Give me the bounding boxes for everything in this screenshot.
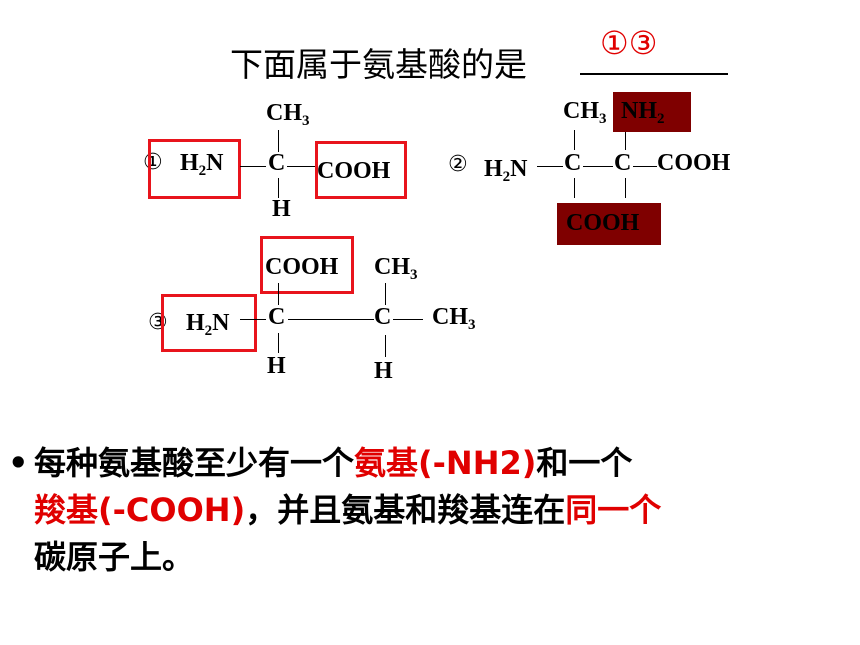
molecule-1-amino-highlight bbox=[148, 139, 241, 199]
molecule-2-bond bbox=[625, 178, 626, 198]
molecule-2-amino-side-highlight bbox=[613, 92, 691, 132]
molecule-3-amino-group: H2N bbox=[186, 310, 230, 339]
molecule-2-carboxyl-bottom-highlight bbox=[557, 203, 661, 245]
molecule-2-amino-side-group: NH2 bbox=[621, 98, 665, 127]
molecule-3-bond bbox=[240, 319, 266, 320]
molecule-3-bond bbox=[393, 319, 423, 320]
molecule-3-methyl-right: CH3 bbox=[432, 304, 476, 333]
carboxyl-group-term: 羧基(-COOH) bbox=[34, 491, 246, 529]
molecule-3-hydrogen-left: H bbox=[267, 353, 286, 379]
molecule-2-bond bbox=[574, 178, 575, 198]
molecule-1-methyl: CH3 bbox=[266, 100, 310, 129]
molecule-2-amino-group: H2N bbox=[484, 156, 528, 185]
molecule-1-bond bbox=[278, 130, 279, 152]
molecule-2-methyl: CH3 bbox=[563, 98, 607, 127]
bullet-dot: • bbox=[8, 444, 29, 482]
molecule-2-carboxyl-bottom: COOH bbox=[566, 210, 640, 236]
summary-text-part: 和一个 bbox=[536, 444, 633, 482]
molecule-2-bond bbox=[583, 166, 613, 167]
amino-group-term: 氨基(-NH2) bbox=[354, 444, 537, 482]
molecule-1-carboxyl-group: COOH bbox=[317, 158, 391, 184]
molecule-1-amino-group: H2N bbox=[180, 150, 224, 179]
summary-text-part: 碳原子上。 bbox=[34, 538, 195, 576]
molecule-3-carbon-left: C bbox=[268, 304, 286, 330]
molecule-1-carboxyl-highlight bbox=[315, 141, 407, 199]
answer-text: ①③ bbox=[600, 24, 658, 62]
same-carbon-term: 同一个 bbox=[565, 491, 662, 529]
molecule-3-hydrogen-right: H bbox=[374, 358, 393, 384]
summary-text-part: 每种氨基酸至少有一个 bbox=[34, 444, 355, 482]
molecule-2-bond bbox=[574, 130, 575, 150]
molecule-2-bond bbox=[625, 132, 626, 150]
molecule-3-bond bbox=[385, 335, 386, 357]
summary-text-part: ，并且氨基和羧基连在 bbox=[245, 491, 566, 529]
molecule-2-bond bbox=[537, 166, 563, 167]
question-title: 下面属于氨基酸的是 bbox=[230, 45, 527, 84]
molecule-1-hydrogen: H bbox=[272, 196, 291, 222]
molecule-1-carbon: C bbox=[268, 150, 286, 176]
molecule-1-bond bbox=[240, 166, 266, 167]
molecule-1-index: ① bbox=[143, 150, 163, 175]
molecule-3-bond bbox=[278, 283, 279, 305]
molecule-2-bond bbox=[633, 166, 657, 167]
molecule-2-index: ② bbox=[448, 152, 468, 177]
molecule-3-amino-highlight bbox=[161, 294, 257, 352]
molecule-2-carbon-left: C bbox=[564, 150, 582, 176]
molecule-3-bond bbox=[288, 319, 374, 320]
molecule-3-bond bbox=[278, 333, 279, 353]
summary-text: 每种氨基酸至少有一个氨基(-NH2)和一个羧基(-COOH)，并且氨基和羧基连在… bbox=[34, 440, 834, 581]
molecule-2-carbon-right: C bbox=[614, 150, 632, 176]
molecule-3-bond bbox=[385, 283, 386, 305]
molecule-2-carboxyl-right: COOH bbox=[657, 150, 731, 176]
molecule-1-bond bbox=[278, 178, 279, 198]
molecule-3-carbon-right: C bbox=[374, 304, 392, 330]
molecule-3-carboxyl-group: COOH bbox=[265, 254, 339, 280]
molecule-3-carboxyl-highlight bbox=[260, 236, 354, 294]
answer-blank-line bbox=[580, 73, 728, 75]
molecule-1-bond bbox=[287, 166, 315, 167]
molecule-3-methyl-top: CH3 bbox=[374, 254, 418, 283]
